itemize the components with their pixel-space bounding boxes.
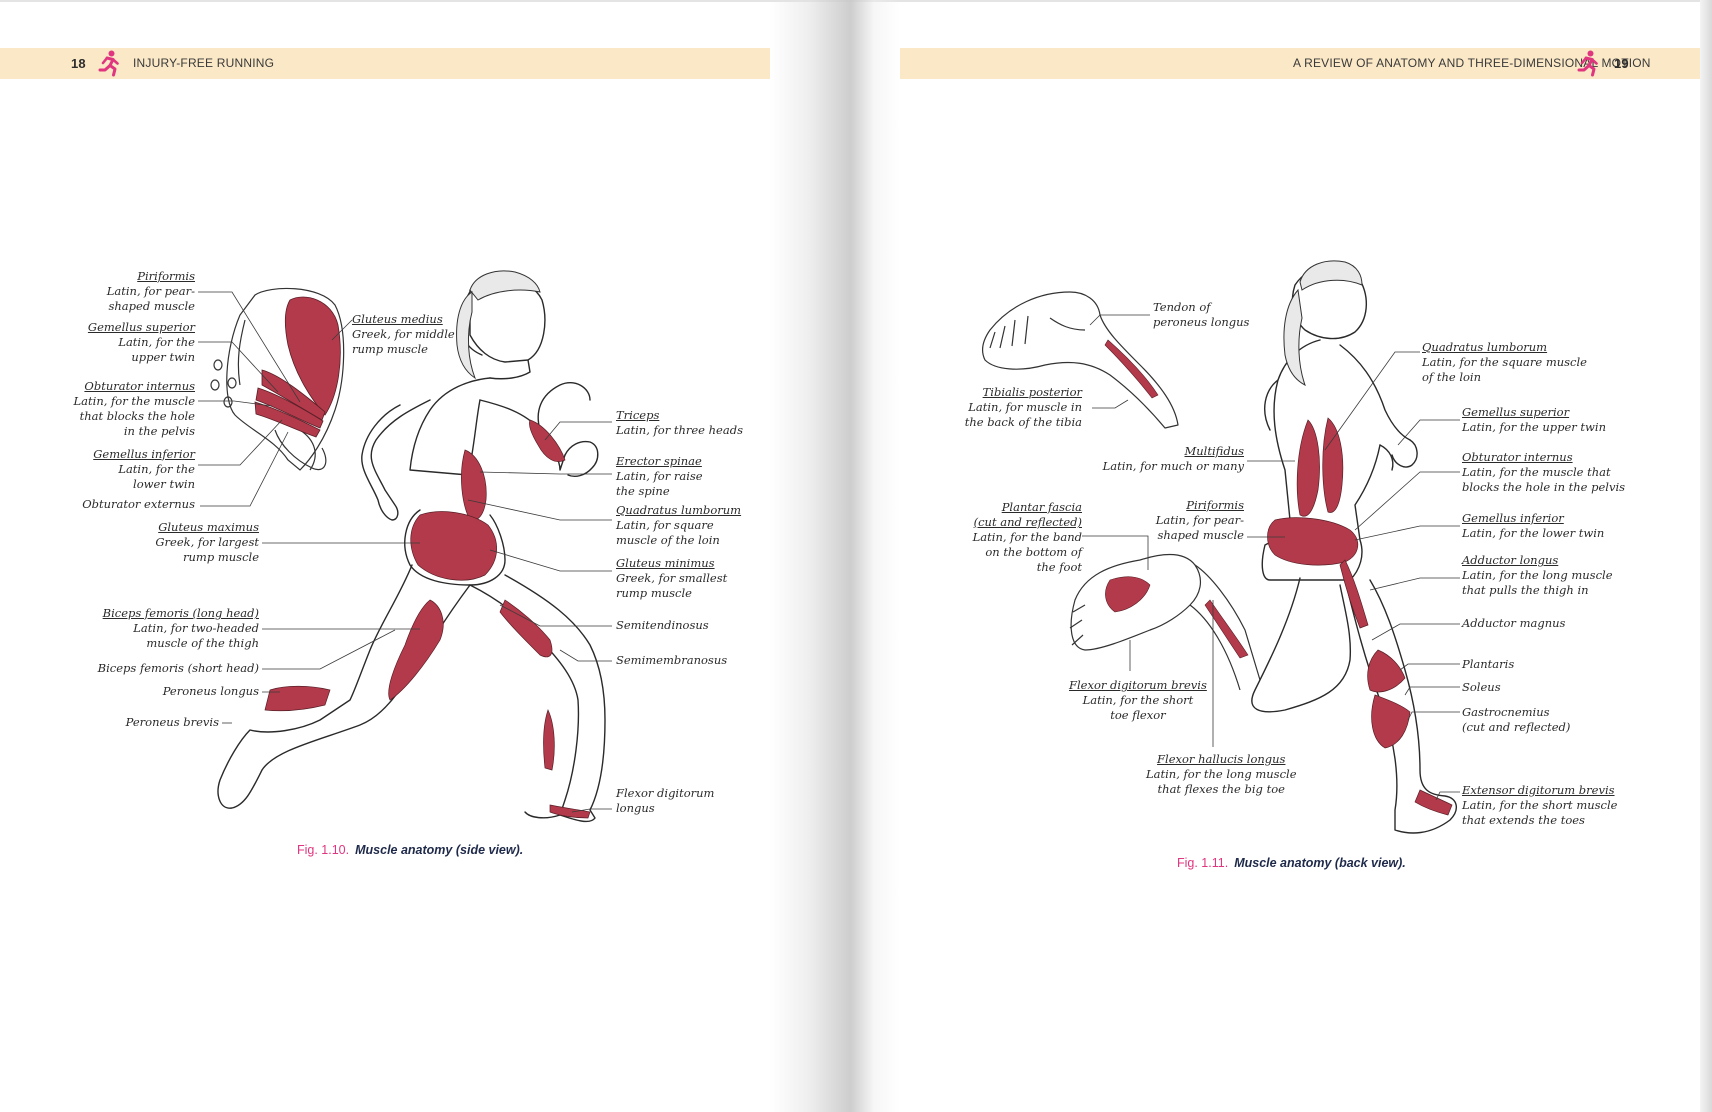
label-adductor-magnus: Adductor magnus <box>1462 616 1566 630</box>
label-biceps-femoris-short-left: Biceps femoris (short head) <box>97 661 259 675</box>
foot-inset-top <box>981 291 1179 429</box>
label-flexor-hallucis-longus: Flexor hallucis longus Latin, for the lo… <box>1146 752 1297 796</box>
label-gemellus-inferior-right: Gemellus inferior Latin, for the lower t… <box>1462 511 1605 540</box>
page-edge-right <box>1700 0 1712 1112</box>
label-gluteus-minimus-left: Gluteus minimus Greek, for smallest rump… <box>616 556 728 600</box>
book-gutter-shadow <box>770 0 900 1112</box>
label-flexor-digitorum-brevis: Flexor digitorum brevis Latin, for the s… <box>1069 678 1207 722</box>
side-view-anatomy-illustration <box>198 270 612 823</box>
back-hair <box>1283 260 1363 386</box>
label-peroneus-longus-left: Peroneus longus <box>162 684 259 698</box>
label-gluteus-maximus-left: Gluteus maximus Greek, for largest rump … <box>155 520 259 564</box>
back-muscles <box>1267 417 1453 816</box>
label-piriformis-left: Piriformis Latin, for pear- shaped muscl… <box>106 269 195 313</box>
header-band-right <box>900 48 1700 79</box>
label-flexor-digitorum-longus-left: Flexor digitorum longus <box>616 786 715 815</box>
foot-inset-muscles <box>1104 339 1159 399</box>
label-obturator-internus-right: Obturator internus Latin, for the muscle… <box>1462 450 1626 494</box>
pelvis-muscles <box>254 296 341 438</box>
label-semimembranosus-left: Semimembranosus <box>616 653 728 667</box>
label-obturator-internus-left: Obturator internus Latin, for the muscle… <box>73 379 195 438</box>
figure-number-right: Fig. 1.11. <box>1177 856 1229 870</box>
page-number-right: 19 <box>1614 56 1629 71</box>
header-band-left <box>0 48 770 79</box>
label-soleus: Soleus <box>1462 680 1501 694</box>
label-piriformis-right: Piriformis Latin, for pear- shaped muscl… <box>1155 498 1244 542</box>
figure-caption-right: Fig. 1.11. Muscle anatomy (back view). <box>1177 856 1406 870</box>
figure-title-right: Muscle anatomy (back view). <box>1234 856 1406 870</box>
label-gemellus-superior-left: Gemellus superior Latin, for the upper t… <box>87 320 195 364</box>
label-triceps-left: Triceps Latin, for three heads <box>616 408 743 437</box>
label-semitendinosus-left: Semitendinosus <box>616 618 709 632</box>
runner-icon <box>1577 50 1598 77</box>
label-gemellus-superior-right: Gemellus superior Latin, for the upper t… <box>1462 405 1606 434</box>
label-gastrocnemius: Gastrocnemius (cut and reflected) <box>1462 705 1571 734</box>
label-gluteus-medius-left: Gluteus medius Greek, for middle rump mu… <box>352 312 455 356</box>
figure-number-left: Fig. 1.10. <box>297 843 350 857</box>
label-peroneus-brevis-left: Peroneus brevis <box>125 715 219 729</box>
hair <box>456 270 541 380</box>
page-number-left: 18 <box>71 56 86 71</box>
leader-lines-right <box>1082 314 1460 801</box>
running-head-right: A REVIEW OF ANATOMY AND THREE-DIMENSIONA… <box>1293 56 1651 70</box>
label-biceps-femoris-long-left: Biceps femoris (long head) Latin, for tw… <box>102 606 259 650</box>
label-quadratus-lumborum-right: Quadratus lumborum Latin, for the square… <box>1422 340 1587 384</box>
running-head-left: INJURY-FREE RUNNING <box>133 56 275 70</box>
label-extensor-digitorum-brevis: Extensor digitorum brevis Latin, for the… <box>1462 783 1618 827</box>
label-plantaris: Plantaris <box>1462 657 1515 671</box>
label-erector-spinae-left: Erector spinae Latin, for raise the spin… <box>616 454 703 498</box>
plantar-foot <box>1069 554 1261 691</box>
figure-caption-left: Fig. 1.10. Muscle anatomy (side view). <box>297 843 523 857</box>
runner-icon <box>98 50 119 77</box>
label-tibialis-posterior: Tibialis posterior Latin, for muscle in … <box>964 385 1082 429</box>
label-multifidus: Multifidus Latin, for much or many <box>1102 444 1244 473</box>
label-gemellus-inferior-left: Gemellus inferior Latin, for the lower t… <box>93 447 195 491</box>
plantar-muscles <box>1105 576 1249 659</box>
label-adductor-longus: Adductor longus Latin, for the long musc… <box>1462 553 1613 597</box>
label-plantar-fascia: Plantar fascia (cut and reflected) Latin… <box>972 500 1082 574</box>
leader-lines-left <box>198 291 612 813</box>
label-quadratus-lumborum-left: Quadratus lumborum Latin, for square mus… <box>616 503 742 547</box>
label-obturator-externus-left: Obturator externus <box>82 497 195 511</box>
label-tendon-peroneus-longus: Tendon of peroneus longus <box>1153 300 1250 329</box>
figure-title-left: Muscle anatomy (side view). <box>355 843 524 857</box>
